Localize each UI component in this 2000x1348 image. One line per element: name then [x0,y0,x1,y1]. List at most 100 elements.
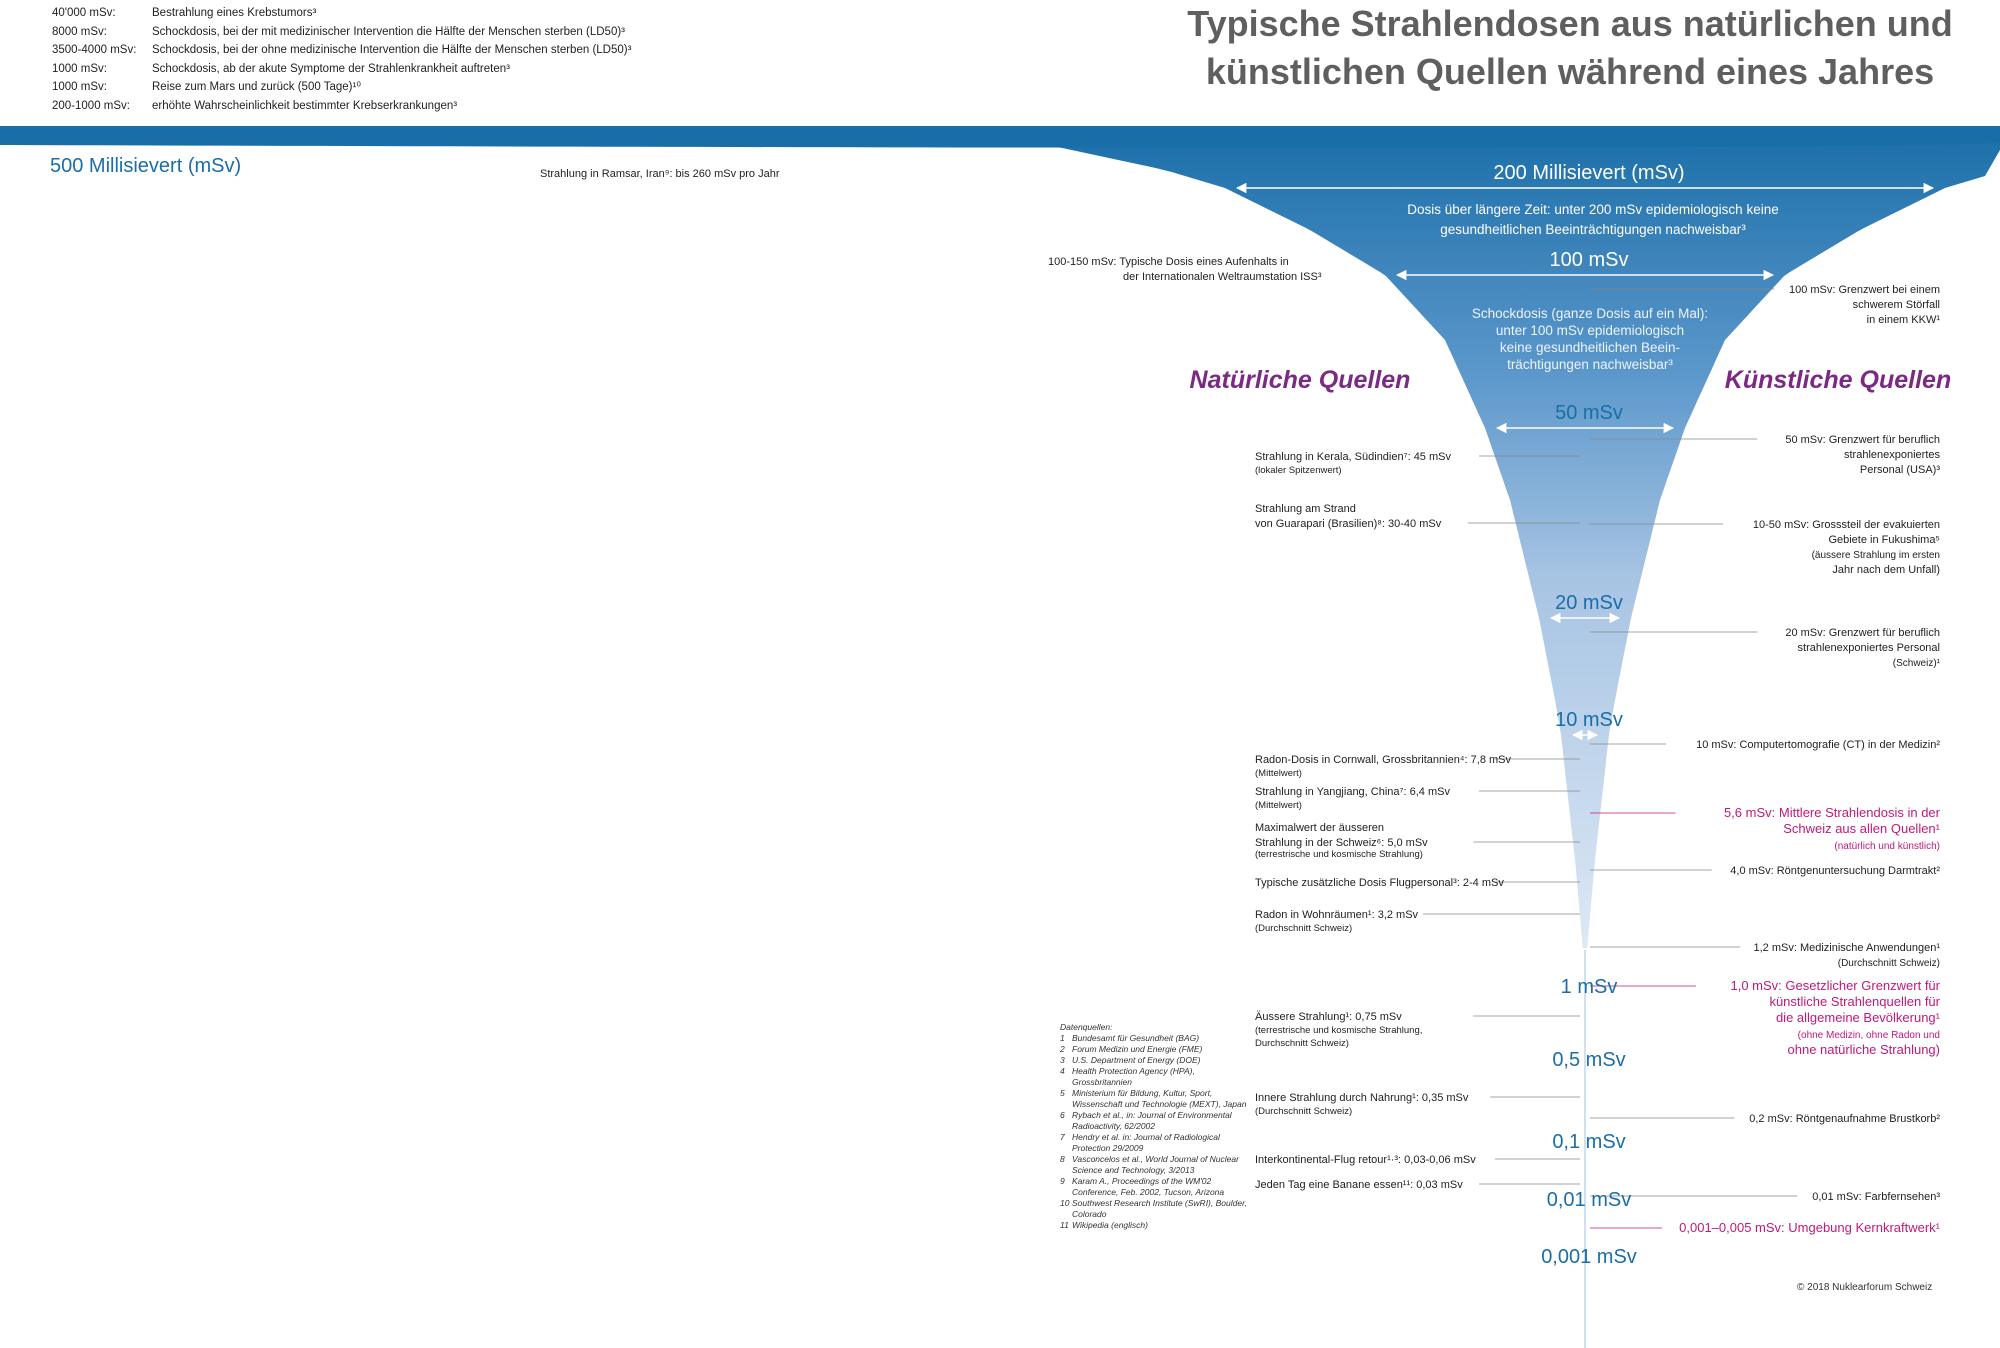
source-number: 9 [1060,1176,1065,1186]
top-band [0,126,2000,148]
artificial-entry-text: 4,0 mSv: Röntgenuntersuchung Darmtrakt² [1730,865,1940,877]
natural-heading: Natürliche Quellen [1190,366,1411,394]
source-number: 1 [1060,1033,1065,1043]
note-200-line: Dosis über längere Zeit: unter 200 mSv e… [1407,202,1778,217]
natural-entry-text: Jeden Tag eine Banane essen¹¹: 0,03 mSv [1255,1179,1463,1191]
artificial-entry-text: (Durchschnitt Schweiz) [1838,958,1940,969]
scale-label: 0,1 mSv [1552,1131,1625,1153]
natural-entry-text: Strahlung am Strand [1255,503,1356,515]
natural-entry-text: 100-150 mSv: Typische Dosis eines Aufenh… [1048,256,1289,268]
source-item: 3 U.S. Department of Energy (DOE) [1060,1055,1250,1066]
source-text: Karam A., Proceedings of the WM'02 Confe… [1072,1176,1225,1197]
natural-entry-text: (Mittelwert) [1255,800,1302,811]
natural-entry-text: (Mittelwert) [1255,768,1302,779]
high-dose-row: 8000 mSv:Schockdosis, bei der mit medizi… [52,23,631,42]
source-text: Wikipedia (englisch) [1072,1220,1148,1230]
high-dose-list: 40'000 mSv:Bestrahlung eines Krebstumors… [52,4,631,115]
funnel-shape [0,126,2000,948]
artificial-entry-text: die allgemeine Bevölkerung¹ [1776,1010,1941,1025]
leader-lines [1235,182,1935,1348]
artificial-entry-text: (ohne Medizin, ohne Radon und [1798,1030,1940,1041]
source-text: Southwest Research Institute (SwRI), Bou… [1072,1198,1247,1219]
artificial-entry-text: schwerem Störfall [1853,299,1940,311]
note-100-line: trächtigungen nachweisbar³ [1507,357,1673,372]
source-number: 3 [1060,1055,1065,1065]
scale-label: 0,01 mSv [1547,1189,1631,1211]
sources-title: Datenquellen: [1060,1022,1113,1032]
natural-entry-text: Radon-Dosis in Cornwall, Grossbritannien… [1255,754,1511,766]
natural-entry-text: Strahlung in Kerala, Südindien⁷: 45 mSv [1255,451,1451,463]
source-item: 2 Forum Medizin und Energie (FME) [1060,1044,1250,1055]
natural-entry-text: (Durchschnitt Schweiz) [1255,923,1352,934]
scale-label: 100 mSv [1550,249,1629,271]
artificial-entry-text: 1,0 mSv: Gesetzlicher Grenzwert für [1730,978,1940,993]
artificial-heading: Künstliche Quellen [1725,366,1951,394]
high-dose-value: 3500-4000 mSv: [52,44,137,56]
source-text: Forum Medizin und Energie (FME) [1072,1044,1203,1054]
copyright: © 2018 Nuklearforum Schweiz [1797,1282,1933,1293]
artificial-entry-text: künstliche Strahlenquellen für [1769,994,1940,1009]
source-number: 11 [1060,1220,1069,1230]
natural-entry-text: Strahlung in Yangjiang, China⁷: 6,4 mSv [1255,786,1450,798]
high-dose-text: Schockdosis, ab der akute Symptome der S… [152,62,510,75]
artificial-entry-text: 0,2 mSv: Röntgenaufnahme Brustkorb² [1749,1113,1940,1125]
natural-entry-text: Strahlung in der Schweiz⁶: 5,0 mSv [1255,837,1428,849]
high-dose-text: Reise zum Mars und zurück (500 Tage)¹⁰ [152,81,361,93]
source-text: Ministerium für Bildung, Kultur, Sport, … [1072,1088,1247,1109]
high-dose-text: Schockdosis, bei der mit medizinischer I… [152,25,625,38]
high-dose-value: 1000 mSv: [52,81,107,93]
natural-entry-text: Durchschnitt Schweiz) [1255,1038,1349,1049]
note-100-line: Schockdosis (ganze Dosis auf ein Mal): [1472,306,1708,321]
high-dose-row: 1000 mSv: Reise zum Mars und zurück (500 … [52,78,631,97]
high-dose-text: Schockdosis, bei der ohne medizinische I… [152,44,632,56]
source-text: U.S. Department of Energy (DOE) [1072,1055,1201,1065]
scale-label: 1 mSv [1561,976,1618,998]
natural-entry-text: Äussere Strahlung¹: 0,75 mSv [1255,1011,1402,1023]
source-number: 10 [1060,1198,1070,1208]
note-200-line: gesundheitlichen Beeinträchtigungen nach… [1440,222,1746,237]
scale-label: 0,5 mSv [1552,1049,1625,1071]
artificial-entry-text: ohne natürliche Strahlung) [1788,1042,1941,1057]
artificial-entry-text: 50 mSv: Grenzwert für beruflich [1785,434,1940,446]
artificial-entry-text: 5,6 mSv: Mittlere Strahlendosis in der [1724,805,1941,820]
high-dose-value: 1000 mSv: [52,62,107,75]
natural-entry-text: von Guarapari (Brasilien)⁸: 30-40 mSv [1255,518,1442,530]
artificial-entry-text: Jahr nach dem Unfall) [1832,564,1940,576]
natural-entry-text: (Durchschnitt Schweiz) [1255,1106,1352,1117]
page-title: Typische Strahlendosen aus natürlichen u… [1150,0,1990,96]
natural-entry-text: Radon in Wohnräumen¹: 3,2 mSv [1255,909,1419,921]
high-dose-text: erhöhte Wahrscheinlichkeit bestimmter Kr… [152,99,458,112]
high-dose-value: 40'000 mSv: [52,7,116,19]
source-number: 8 [1060,1154,1065,1164]
data-sources: Datenquellen: 1 Bundesamt für Gesundheit … [1060,1022,1250,1231]
scale-label: 10 mSv [1555,709,1623,731]
artificial-entry-text: (natürlich und künstlich) [1834,841,1940,852]
high-dose-value: 200-1000 mSv: [52,99,130,112]
source-text: Health Protection Agency (HPA), Grossbri… [1072,1066,1195,1087]
natural-entry-text: (terrestrische und kosmische Strahlung) [1255,849,1423,860]
artificial-entry-text: (äussere Strahlung im ersten [1812,550,1940,561]
source-item: 9 Karam A., Proceedings of the WM'02 Conf… [1060,1176,1250,1198]
source-number: 7 [1060,1132,1065,1142]
source-text: Bundesamt für Gesundheit (BAG) [1072,1033,1200,1043]
artificial-entry-text: 10-50 mSv: Grosssteil der evakuierten [1753,519,1940,531]
high-dose-row: 200-1000 mSv: erhöhte Wahrscheinlichkeit … [52,97,631,116]
source-number: 2 [1060,1044,1065,1054]
natural-entry-text: (terrestrische und kosmische Strahlung, [1255,1025,1422,1036]
natural-entry-text: Maximalwert der äusseren [1255,822,1384,834]
artificial-entry-text: Schweiz aus allen Quellen¹ [1783,821,1940,836]
natural-entry-text: Typische zusätzliche Dosis Flugpersonal³… [1255,877,1504,889]
high-dose-row: 40'000 mSv:Bestrahlung eines Krebstumors… [52,4,631,23]
natural-entry-text: Innere Strahlung durch Nahrung¹: 0,35 mS… [1255,1092,1469,1104]
artificial-entry-text: 100 mSv: Grenzwert bei einem [1789,284,1940,296]
title-line-2: künstlichen Quellen während eines Jahres [1205,51,1935,92]
